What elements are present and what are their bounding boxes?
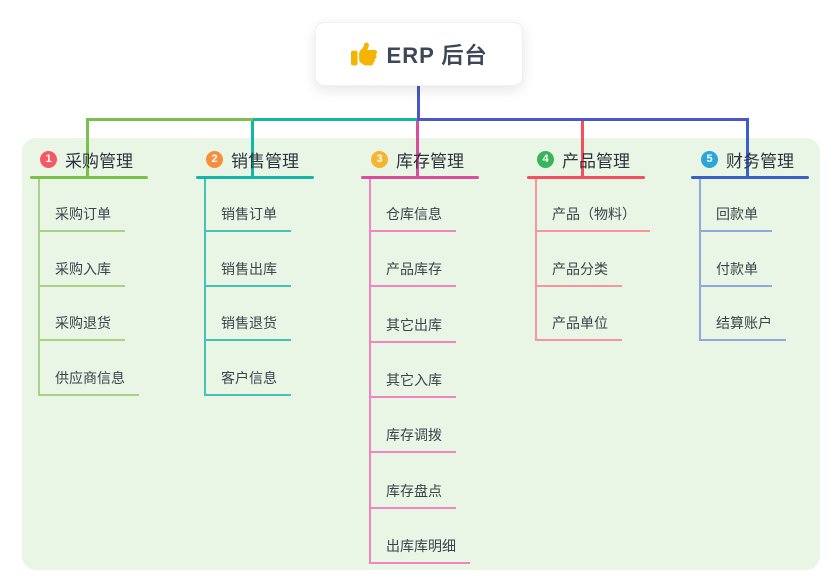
- child-node-label: 采购入库: [55, 260, 111, 277]
- child-node-label: 回款单: [716, 206, 758, 222]
- child-node-label: 出库库明细: [386, 537, 456, 554]
- child-node-label: 供应商信息: [55, 369, 125, 386]
- child-node[interactable]: 其它出库: [369, 311, 456, 343]
- root-label: ERP 后台: [386, 43, 488, 68]
- trunk-segment: [417, 118, 749, 121]
- branches-panel: [22, 138, 820, 570]
- branch-tree-line: [369, 179, 371, 564]
- branch-underline: [361, 176, 479, 179]
- child-node[interactable]: 结算账户: [699, 309, 786, 342]
- child-node[interactable]: 采购入库: [38, 255, 125, 287]
- branch-title[interactable]: 4 产品管理: [537, 147, 630, 171]
- child-node[interactable]: 出库库明细: [369, 532, 470, 564]
- child-node-label: 库存调拨: [386, 427, 442, 444]
- branch-tree-line: [204, 179, 206, 396]
- branch-drop-line: [416, 121, 419, 177]
- child-node-label: 仓库信息: [386, 206, 442, 222]
- branch-title[interactable]: 5 财务管理: [701, 147, 794, 171]
- child-node-label: 产品分类: [552, 260, 608, 277]
- child-node-label: 产品单位: [552, 315, 608, 332]
- branch-drop-line: [581, 121, 584, 177]
- branch-tree-line: [535, 179, 537, 342]
- branch-drop-line: [86, 121, 89, 177]
- child-node-label: 产品库存: [386, 261, 442, 278]
- child-node[interactable]: 产品（物料）: [535, 200, 650, 232]
- child-node[interactable]: 仓库信息: [369, 200, 456, 232]
- thumbs-up-icon: [350, 41, 377, 67]
- child-node[interactable]: 其它入库: [369, 366, 456, 398]
- child-node-label: 付款单: [716, 260, 758, 277]
- branch-underline: [691, 176, 809, 179]
- child-node-label: 采购订单: [55, 206, 111, 222]
- child-node[interactable]: 产品单位: [535, 309, 622, 342]
- child-node-label: 销售订单: [221, 206, 277, 222]
- child-node-label: 其它出库: [386, 316, 442, 333]
- branch-index-badge: 3: [371, 150, 388, 168]
- branch-tree-line: [38, 179, 40, 396]
- branch-label: 销售管理: [231, 151, 299, 171]
- child-node[interactable]: 销售出库: [204, 255, 291, 287]
- branch-underline: [30, 176, 148, 179]
- child-node-label: 客户信息: [221, 369, 277, 386]
- child-node-label: 库存盘点: [386, 482, 442, 499]
- trunk-segment: [253, 118, 417, 121]
- branch-index-badge: 2: [206, 150, 223, 168]
- branch-underline: [527, 176, 645, 179]
- branch-label: 库存管理: [396, 151, 464, 171]
- child-node[interactable]: 库存盘点: [369, 477, 456, 509]
- branch-title[interactable]: 2 销售管理: [206, 147, 299, 171]
- branch-label: 财务管理: [726, 151, 794, 171]
- branch-index-badge: 1: [40, 150, 57, 168]
- branch-underline: [196, 176, 314, 179]
- branch-index-badge: 4: [537, 150, 554, 168]
- child-node-label: 销售退货: [221, 315, 277, 332]
- child-node[interactable]: 销售订单: [204, 200, 291, 232]
- branch-tree-line: [699, 179, 701, 342]
- child-node[interactable]: 回款单: [699, 200, 772, 232]
- child-node-label: 结算账户: [716, 315, 772, 332]
- branch-label: 采购管理: [65, 151, 133, 171]
- branch-label: 产品管理: [562, 151, 630, 171]
- child-node[interactable]: 付款单: [699, 255, 772, 287]
- trunk-segment: [86, 118, 253, 121]
- branch-title[interactable]: 3 库存管理: [371, 147, 464, 171]
- branch-index-badge: 5: [701, 150, 718, 168]
- child-node[interactable]: 供应商信息: [38, 364, 139, 396]
- child-node-label: 销售出库: [221, 260, 277, 277]
- child-node-label: 其它入库: [386, 371, 442, 388]
- child-node[interactable]: 库存调拨: [369, 421, 456, 454]
- root-node[interactable]: ERP 后台: [315, 22, 523, 86]
- child-node[interactable]: 产品库存: [369, 255, 456, 288]
- root-connector-line: [417, 84, 420, 118]
- branch-drop-line: [746, 121, 749, 177]
- branch-title[interactable]: 1 采购管理: [40, 147, 133, 171]
- child-node[interactable]: 采购退货: [38, 309, 125, 342]
- child-node[interactable]: 销售退货: [204, 309, 291, 342]
- child-node[interactable]: 产品分类: [535, 255, 622, 287]
- child-node-label: 产品（物料）: [552, 206, 636, 222]
- child-node[interactable]: 采购订单: [38, 200, 125, 232]
- branch-drop-line: [251, 121, 254, 177]
- child-node[interactable]: 客户信息: [204, 364, 291, 396]
- child-node-label: 采购退货: [55, 315, 111, 332]
